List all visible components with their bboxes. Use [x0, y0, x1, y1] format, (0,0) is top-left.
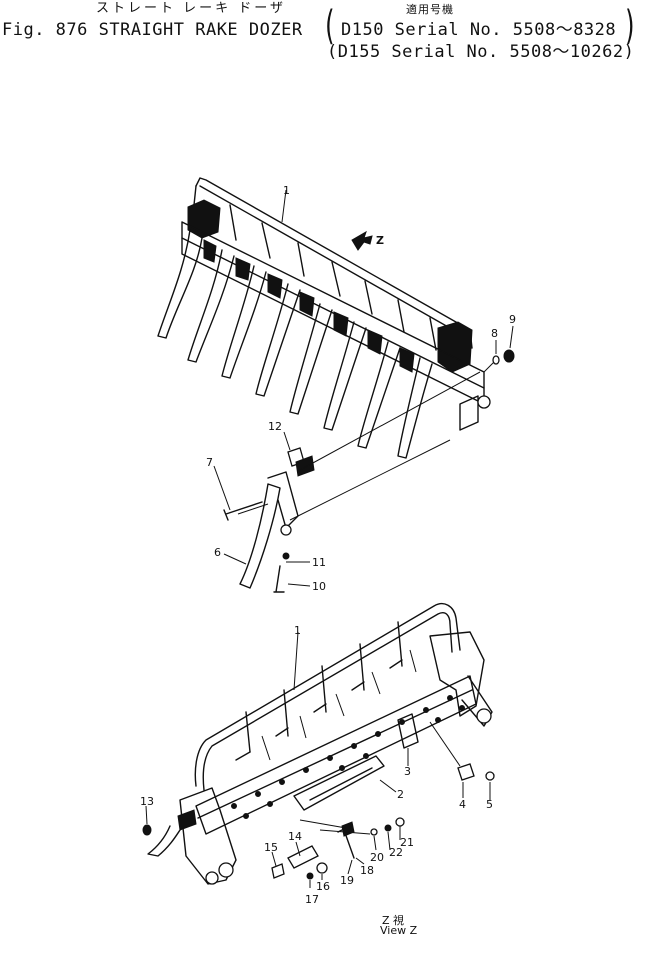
right-end-frame	[429, 631, 485, 717]
callout-1-upper: 1	[283, 184, 290, 197]
view-caption-top: Z 視	[382, 913, 404, 927]
callout-22: 22	[389, 846, 403, 859]
plate-4	[457, 763, 475, 781]
callout-17: 17	[305, 893, 319, 906]
figure-title: Fig. 876 STRAIGHT RAKE DOZER	[2, 20, 303, 40]
open-bracket: (	[325, 3, 335, 49]
callout-5: 5	[486, 798, 493, 811]
upper-callouts: 1 8 9 12 7 6 11 10	[206, 184, 516, 593]
callout-3: 3	[404, 765, 411, 778]
callout-9: 9	[509, 313, 516, 326]
lower-callouts: 1 2 3 4 5 13 14 15 16 17 18 19 20	[140, 624, 493, 906]
callout-10: 10	[312, 580, 326, 593]
callout-7: 7	[206, 456, 213, 469]
serial-range-1: D150 Serial No. 5508～8328	[341, 20, 617, 40]
lower-guard-rail	[194, 602, 461, 787]
rake-tines	[157, 229, 433, 459]
view-caption-bottom: View Z	[380, 924, 418, 937]
pin-14	[287, 845, 319, 869]
callout-1-lower: 1	[294, 624, 301, 637]
callout-19: 19	[340, 874, 354, 887]
view-z-arrow-label: Z	[376, 234, 384, 247]
bracket-2	[293, 755, 385, 811]
tine-detail	[239, 483, 281, 589]
upper-rake-assembly: Z	[157, 177, 515, 593]
japanese-applicable-label: 適用号機	[406, 3, 454, 16]
japanese-title: ストレート レーキ ドーザ	[96, 1, 287, 16]
bolt-holes	[231, 695, 465, 819]
callout-20: 20	[370, 851, 384, 864]
callout-16: 16	[316, 880, 330, 893]
callout-2: 2	[397, 788, 404, 801]
callout-11: 11	[312, 556, 326, 569]
callout-12: 12	[268, 420, 282, 433]
callout-14: 14	[288, 830, 302, 843]
lower-rake-assembly-view-z	[142, 602, 495, 885]
serial-range-2: (D155 Serial No. 5508～10262)	[327, 42, 635, 62]
bracket-3	[397, 713, 419, 749]
callout-4: 4	[459, 798, 466, 811]
lower-beam	[195, 675, 477, 835]
callout-8: 8	[491, 327, 498, 340]
callout-15: 15	[264, 841, 278, 854]
callout-18: 18	[360, 864, 374, 877]
callout-21: 21	[400, 836, 414, 849]
callout-6: 6	[214, 546, 221, 559]
corner-pad-right	[437, 321, 473, 373]
callout-13: 13	[140, 795, 154, 808]
view-z-arrow-icon	[351, 230, 373, 251]
close-bracket: )	[625, 3, 635, 49]
